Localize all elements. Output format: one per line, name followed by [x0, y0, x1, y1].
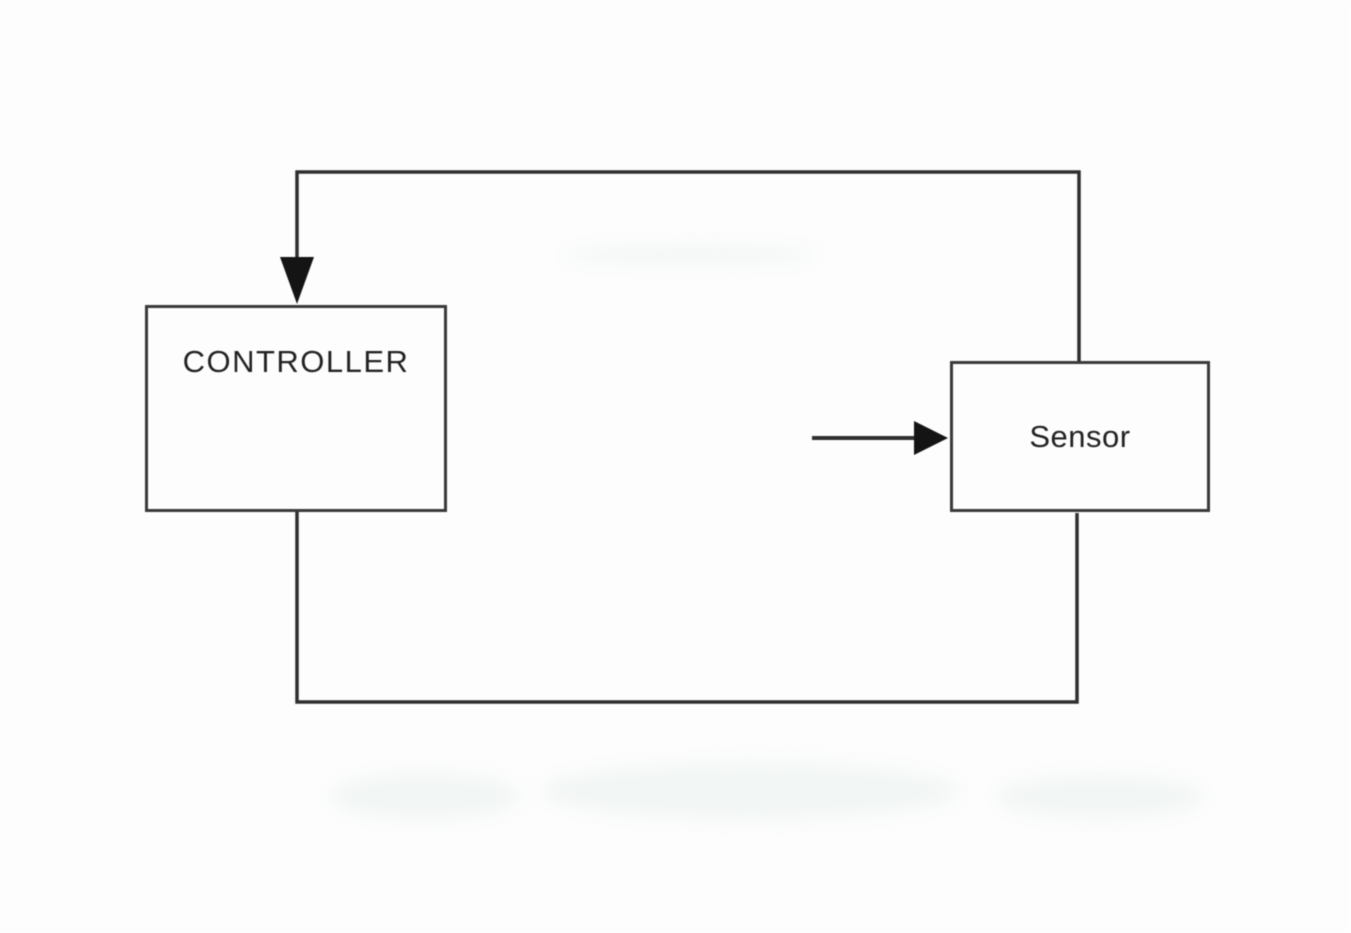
scan-artifact [540, 762, 960, 820]
controller-block: CONTROLLER [145, 305, 447, 512]
scan-artifact [995, 775, 1205, 819]
sensor-block: Sensor [950, 361, 1210, 512]
arrowhead-down-icon [280, 257, 314, 304]
sensor-label: Sensor [1029, 418, 1131, 454]
controller-label: CONTROLLER [182, 344, 410, 379]
scan-artifact [330, 772, 520, 820]
scan-artifact [560, 246, 820, 264]
bottom-return-path-line [295, 510, 1079, 704]
arrowhead-right-icon [914, 421, 948, 455]
